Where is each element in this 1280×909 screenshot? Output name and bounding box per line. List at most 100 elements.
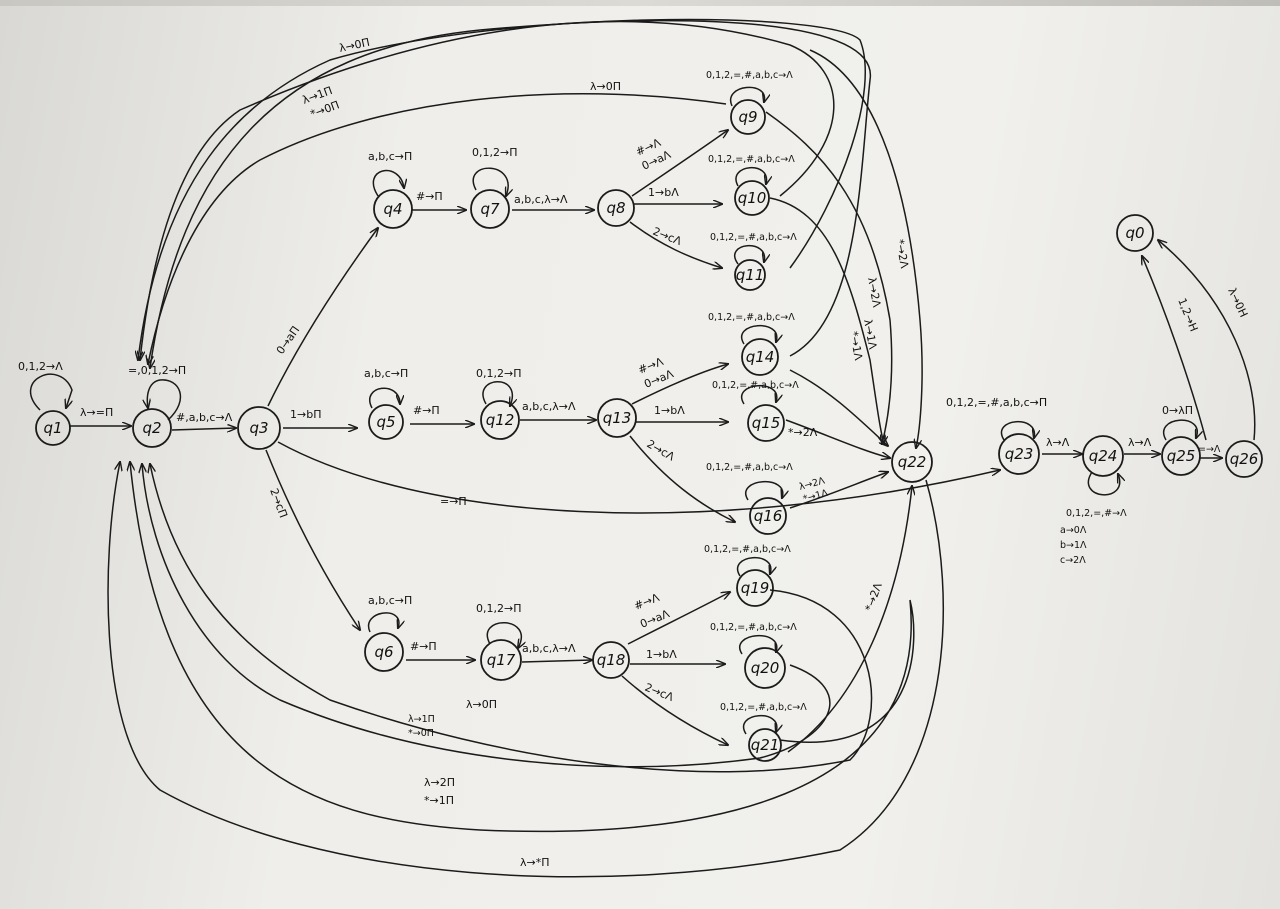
node-q2-label: q2: [142, 419, 161, 437]
loop-q12: [482, 381, 512, 406]
edge-q13-q16: [629, 435, 735, 522]
node-q1: q1: [35, 410, 71, 446]
label-q3-q6: 2→cΠ: [267, 487, 290, 520]
loop-q15: [741, 384, 777, 405]
label-loop-q15: 0,1,2,=,#,a,b,c→Λ: [712, 380, 799, 391]
loop-q14: [741, 324, 777, 345]
edge-q13-q14: [631, 364, 728, 405]
label-q2-q3: #,a,b,c→Λ: [176, 411, 233, 424]
node-q20: q20: [744, 647, 786, 689]
loop-q24: [1087, 472, 1119, 496]
loop-q16: [745, 480, 783, 501]
label-q1-q2: λ→=Π: [80, 406, 113, 419]
edge-q21-q22: [787, 486, 912, 753]
edge-q20-q2: [142, 464, 831, 768]
node-q13-label: q13: [603, 409, 632, 427]
label-q4-q7: #→Π: [416, 190, 443, 203]
node-q4: q4: [373, 189, 413, 229]
node-q12: q12: [480, 400, 520, 440]
nodes: q0 q1 q2 q3 q4 q5 q6 q7 q8 q9 q10 q11 q1…: [35, 99, 1263, 762]
node-q14-label: q14: [746, 348, 775, 366]
loop-q5: [369, 387, 400, 409]
edge-q3-q23: [277, 441, 1000, 514]
label-loop-q14: 0,1,2,=,#,a,b,c→Λ: [708, 312, 795, 323]
node-q8-label: q8: [606, 199, 625, 217]
label-q23-q24: λ→Λ: [1046, 436, 1070, 449]
label-q8-q11: 2→cΛ: [651, 225, 684, 248]
node-q0-label: q0: [1125, 224, 1144, 242]
edge-q16-q22: [789, 472, 888, 509]
node-q17: q17: [480, 639, 522, 681]
edge-q8-q9: [631, 130, 728, 197]
label-loop-q12: 0,1,2→Π: [476, 367, 521, 380]
node-q23: q23: [998, 433, 1040, 475]
edge-q15-q22: [785, 419, 890, 458]
label-q3-q23: =→Π: [440, 495, 467, 508]
label-q8-q10: 1→bΛ: [648, 186, 679, 199]
loop-q7: [472, 167, 508, 196]
node-q13: q13: [597, 398, 637, 438]
label-q11-q2: λ→0Π: [338, 36, 371, 55]
label-loop-q19: 0,1,2,=,#,a,b,c→Λ: [704, 544, 791, 555]
node-q25: q25: [1161, 436, 1201, 476]
label-q9-q2: λ→0Π: [590, 80, 621, 93]
node-q19: q19: [736, 569, 774, 607]
node-q21-label: q21: [751, 736, 780, 754]
node-q11: q11: [734, 259, 766, 291]
label-q10-q22: λ→2Λ: [865, 276, 883, 309]
label-loop-q9: 0,1,2,=,#,a,b,c→Λ: [706, 70, 793, 81]
label-q13-q16: 2→cΛ: [645, 437, 678, 463]
node-q7: q7: [470, 189, 510, 229]
node-q7-label: q7: [480, 200, 500, 218]
label-q17-q18: a,b,c,λ→Λ: [522, 642, 576, 655]
label-q22-q2: λ→*Π: [520, 856, 550, 869]
loop-q17: [486, 622, 521, 648]
node-q18: q18: [592, 641, 630, 679]
node-q26: q26: [1225, 440, 1263, 478]
node-q19-label: q19: [741, 579, 770, 597]
label-q19-q2: λ→0Π: [466, 698, 497, 711]
node-q3: q3: [237, 406, 281, 450]
label-loop-q7: 0,1,2→Π: [472, 146, 517, 159]
node-q10: q10: [734, 180, 770, 216]
edge-q14-q22: [789, 369, 888, 446]
label-q18-q21: 2→cΛ: [643, 681, 676, 704]
label-q18-q19-b: 0→aΛ: [638, 607, 672, 631]
node-q14: q14: [741, 338, 779, 376]
label-loop-q24-c: b→1Λ: [1060, 540, 1087, 551]
loop-q9: [729, 86, 765, 107]
loop-q1: [29, 373, 73, 411]
label-q20-q2-a: λ→1Π: [408, 714, 435, 725]
edge-q10-q2: [140, 20, 835, 360]
edges: [29, 18, 1256, 878]
node-q17-label: q17: [487, 651, 516, 669]
loop-q19: [736, 556, 771, 577]
label-q21-q2-a: λ→2Π: [424, 776, 455, 789]
node-q9-label: q9: [738, 108, 757, 126]
label-loop-q24-d: c→2Λ: [1060, 555, 1086, 566]
node-q26-label: q26: [1230, 450, 1259, 468]
label-q7-q8: a,b,c,λ→Λ: [514, 193, 568, 206]
edge-q3-q4: [267, 228, 378, 407]
label-q24-q25: λ→Λ: [1128, 436, 1152, 449]
label-loop-q17: 0,1,2→Π: [476, 602, 521, 615]
edge-q9-q22: [765, 111, 893, 444]
label-loop-q2: =,0,1,2→Π: [128, 364, 186, 377]
label-loop-q24-a: 0,1,2,=,#→Λ: [1066, 508, 1127, 519]
loop-q6: [367, 612, 399, 633]
label-loop-q24-b: a→0Λ: [1060, 525, 1087, 536]
node-q15: q15: [747, 404, 785, 442]
loop-q2: [147, 379, 182, 421]
label-q18-q20: 1→bΛ: [646, 648, 677, 661]
node-q8: q8: [597, 189, 635, 227]
label-q25-q26: =→Λ: [1198, 444, 1221, 455]
label-q14-q22-a: λ→1Λ: [861, 318, 879, 351]
edge-q18-q21: [621, 675, 728, 745]
node-q21: q21: [748, 728, 782, 762]
label-loop-q5: a,b,c→Π: [364, 367, 408, 380]
label-q26-q0: λ→0H: [1225, 286, 1250, 320]
label-q21-q22: *→2Λ: [863, 581, 885, 613]
loop-q20: [739, 634, 777, 655]
edge-q3-q6: [265, 449, 360, 630]
